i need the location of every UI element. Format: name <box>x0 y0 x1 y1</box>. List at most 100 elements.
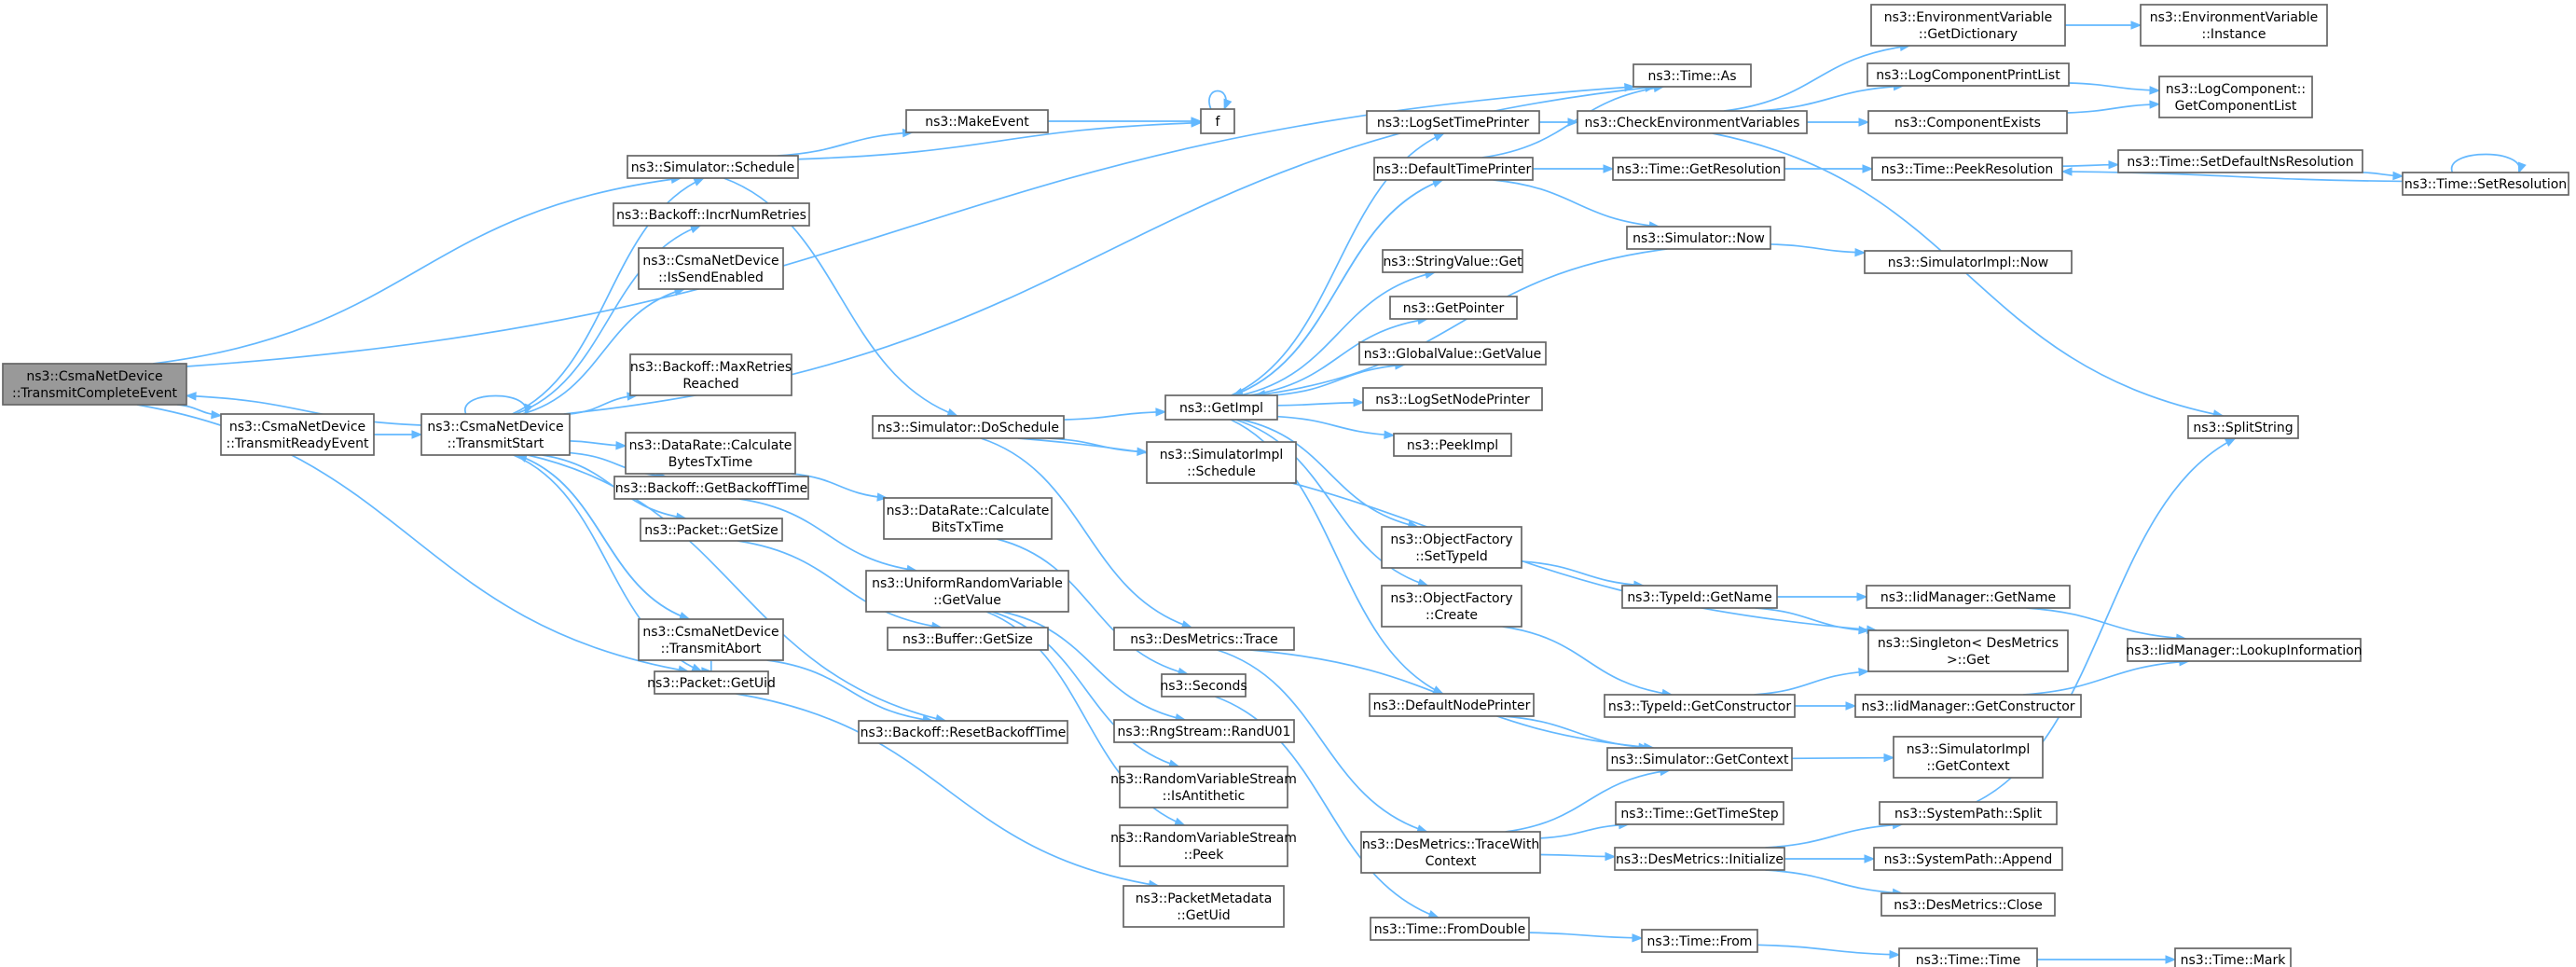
node-label: ::TransmitCompleteEvent <box>12 386 178 401</box>
node-peekres[interactable]: ns3::Time::PeekResolution <box>1871 157 2063 181</box>
edge-line <box>1234 419 1428 587</box>
node-tfrom[interactable]: ns3::Time::From <box>1641 929 1758 953</box>
node-envgetdict[interactable]: ns3::EnvironmentVariable::GetDictionary <box>1870 4 2066 47</box>
node-deftp[interactable]: ns3::DefaultTimePrinter <box>1373 157 1534 181</box>
node-makeev[interactable]: ns3::MakeEvent <box>905 109 1049 133</box>
node-singleton[interactable]: ns3::Singleton< DesMetrics >::Get <box>1867 629 2069 672</box>
node-tabort[interactable]: ns3::CsmaNetDevice::TransmitAbort <box>638 618 784 661</box>
node-urv[interactable]: ns3::UniformRandomVariable::GetValue <box>865 570 1069 613</box>
node-envinst[interactable]: ns3::EnvironmentVariable::Instance <box>2140 4 2328 47</box>
edge-dosched-to-getimpl <box>1063 408 1167 421</box>
edge-tidgetctor-to-iidgetctor <box>1795 701 1857 711</box>
node-box <box>2 363 187 406</box>
node-label: ns3::Time::GetTimeStep <box>1620 807 1778 822</box>
node-setdefns[interactable]: ns3::Time::SetDefaultNsResolution <box>2117 149 2363 173</box>
edge-tfrom-to-ttime <box>1756 944 1901 960</box>
node-pmgu[interactable]: ns3::PacketMetadata::GetUid <box>1123 885 1285 928</box>
node-box <box>1870 4 2066 47</box>
node-isse[interactable]: ns3::CsmaNetDevice::IsSendEnabled <box>638 247 784 290</box>
node-svget[interactable]: ns3::StringValue::Get <box>1382 249 1523 273</box>
node-tre[interactable]: ns3::CsmaNetDevice::TransmitReadyEvent <box>220 413 375 456</box>
arrowhead <box>2224 437 2237 447</box>
node-simnow[interactable]: ns3::Simulator::Now <box>1626 226 1771 250</box>
node-logcpl[interactable]: ns3::LogComponentPrintList <box>1867 62 2070 87</box>
arrowhead <box>691 663 703 672</box>
node-lcgetlist[interactable]: ns3::LogComponent::GetComponentList <box>2158 76 2313 118</box>
node-label: ns3::ObjectFactory <box>1390 591 1512 606</box>
node-setres[interactable]: ns3::Time::SetResolution <box>2402 172 2569 196</box>
node-ofsettid[interactable]: ns3::ObjectFactory::SetTypeId <box>1381 526 1522 569</box>
node-splitstring[interactable]: ns3::SplitString <box>2187 415 2299 439</box>
node-logstp[interactable]: ns3::LogSetTimePrinter <box>1366 110 1540 134</box>
node-iidlookup[interactable]: ns3::IidManager::LookupInformation <box>2126 638 2362 662</box>
node-spappend[interactable]: ns3::SystemPath::Append <box>1873 847 2063 871</box>
edge-envgetdict-to-envinst <box>2065 21 2142 30</box>
node-defnp[interactable]: ns3::DefaultNodePrinter <box>1369 693 1535 717</box>
node-label: ns3::CsmaNetDevice <box>642 625 778 640</box>
node-dosched[interactable]: ns3::Simulator::DoSchedule <box>872 415 1065 439</box>
node-box <box>1577 110 1808 134</box>
node-dminit[interactable]: ns3::DesMetrics::Initialize <box>1614 847 1785 871</box>
node-randu01[interactable]: ns3::RngStream::RandU01 <box>1113 719 1295 743</box>
node-peekimpl[interactable]: ns3::PeekImpl <box>1393 433 1512 457</box>
edge-line <box>1233 179 1443 396</box>
node-spsplit[interactable]: ns3::SystemPath::Split <box>1879 801 2058 825</box>
node-isanti[interactable]: ns3::RandomVariableStream::IsAntithetic <box>1110 766 1297 808</box>
node-label: ns3::Time::From <box>1647 934 1753 949</box>
node-label: ::Peek <box>1184 848 1225 863</box>
edge-line <box>1276 415 1395 436</box>
node-box <box>1898 947 2038 967</box>
node-getimpl[interactable]: ns3::GetImpl <box>1164 394 1278 421</box>
node-label: ns3::LogSetTimePrinter <box>1377 116 1530 131</box>
node-tidgetname[interactable]: ns3::TypeId::GetName <box>1621 585 1778 609</box>
node-getbo[interactable]: ns3::Backoff::GetBackoffTime <box>613 476 809 500</box>
node-sched[interactable]: ns3::Simulator::Schedule <box>627 155 799 179</box>
arrowhead <box>1433 132 1445 142</box>
node-timeas[interactable]: ns3::Time::As <box>1632 63 1752 88</box>
node-pgs[interactable]: ns3::Packet::GetSize <box>640 518 783 542</box>
node-reset[interactable]: ns3::Backoff::ResetBackoffTime <box>858 720 1068 744</box>
node-tmark[interactable]: ns3::Time::Mark <box>2174 947 2292 967</box>
node-bgs[interactable]: ns3::Buffer::GetSize <box>887 627 1049 651</box>
node-dmtrace[interactable]: ns3::DesMetrics::Trace <box>1113 627 1295 651</box>
node-siimplsched[interactable]: ns3::SimulatorImpl::Schedule <box>1146 441 1297 484</box>
node-dmclose[interactable]: ns3::DesMetrics::Close <box>1880 892 2056 917</box>
node-simgetctx[interactable]: ns3::Simulator::GetContext <box>1606 747 1793 771</box>
node-label: ns3::SystemPath::Split <box>1894 807 2042 822</box>
node-label: ns3::ComponentExists <box>1894 116 2041 131</box>
node-label: ::TransmitReadyEvent <box>226 436 369 451</box>
node-f[interactable]: f <box>1200 108 1235 134</box>
node-box <box>613 476 809 500</box>
node-tidgetctor[interactable]: ns3::TypeId::GetConstructor <box>1604 694 1796 718</box>
node-getptr[interactable]: ns3::GetPointer <box>1389 296 1518 320</box>
node-logsnp[interactable]: ns3::LogSetNodePrinter <box>1362 387 1543 411</box>
node-simimplnow[interactable]: ns3::SimulatorImpl::Now <box>1864 250 2073 274</box>
node-gettimestep[interactable]: ns3::Time::GetTimeStep <box>1615 801 1784 825</box>
node-iidgetname[interactable]: ns3::IidManager::GetName <box>1866 585 2071 609</box>
node-getres[interactable]: ns3::Time::GetResolution <box>1612 157 1785 181</box>
node-gvget[interactable]: ns3::GlobalValue::GetValue <box>1358 341 1547 366</box>
node-compexists[interactable]: ns3::ComponentExists <box>1867 110 2068 134</box>
node-simimplctx[interactable]: ns3::SimulatorImpl::GetContext <box>1893 736 2044 779</box>
node-ttime[interactable]: ns3::Time::Time <box>1898 947 2038 967</box>
node-seconds[interactable]: ns3::Seconds <box>1160 673 1247 698</box>
edge-line <box>1770 243 1866 254</box>
node-ts[interactable]: ns3::CsmaNetDevice::TransmitStart <box>420 413 571 456</box>
node-pgu[interactable]: ns3::Packet::GetUid <box>647 670 776 695</box>
node-iidgetctor[interactable]: ns3::IidManager::GetConstructor <box>1854 694 2082 718</box>
node-peek[interactable]: ns3::RandomVariableStream::Peek <box>1110 824 1297 867</box>
edge-ofsettid-to-tidgetname <box>1521 560 1646 589</box>
node-label: ns3::DefaultTimePrinter <box>1376 162 1532 177</box>
node-root[interactable]: ns3::CsmaNetDevice::TransmitCompleteEven… <box>2 363 187 406</box>
node-label: ns3::IidManager::GetConstructor <box>1861 699 2074 714</box>
node-checkenv[interactable]: ns3::CheckEnvironmentVariables <box>1577 110 1808 134</box>
node-tfromdouble[interactable]: ns3::Time::FromDouble <box>1370 917 1530 941</box>
edge-ts-to-maxr <box>569 392 639 415</box>
node-incr[interactable]: ns3::Backoff::IncrNumRetries <box>613 202 810 227</box>
arrowhead <box>876 492 889 502</box>
node-ofcreate[interactable]: ns3::ObjectFactory::Create <box>1381 585 1522 628</box>
